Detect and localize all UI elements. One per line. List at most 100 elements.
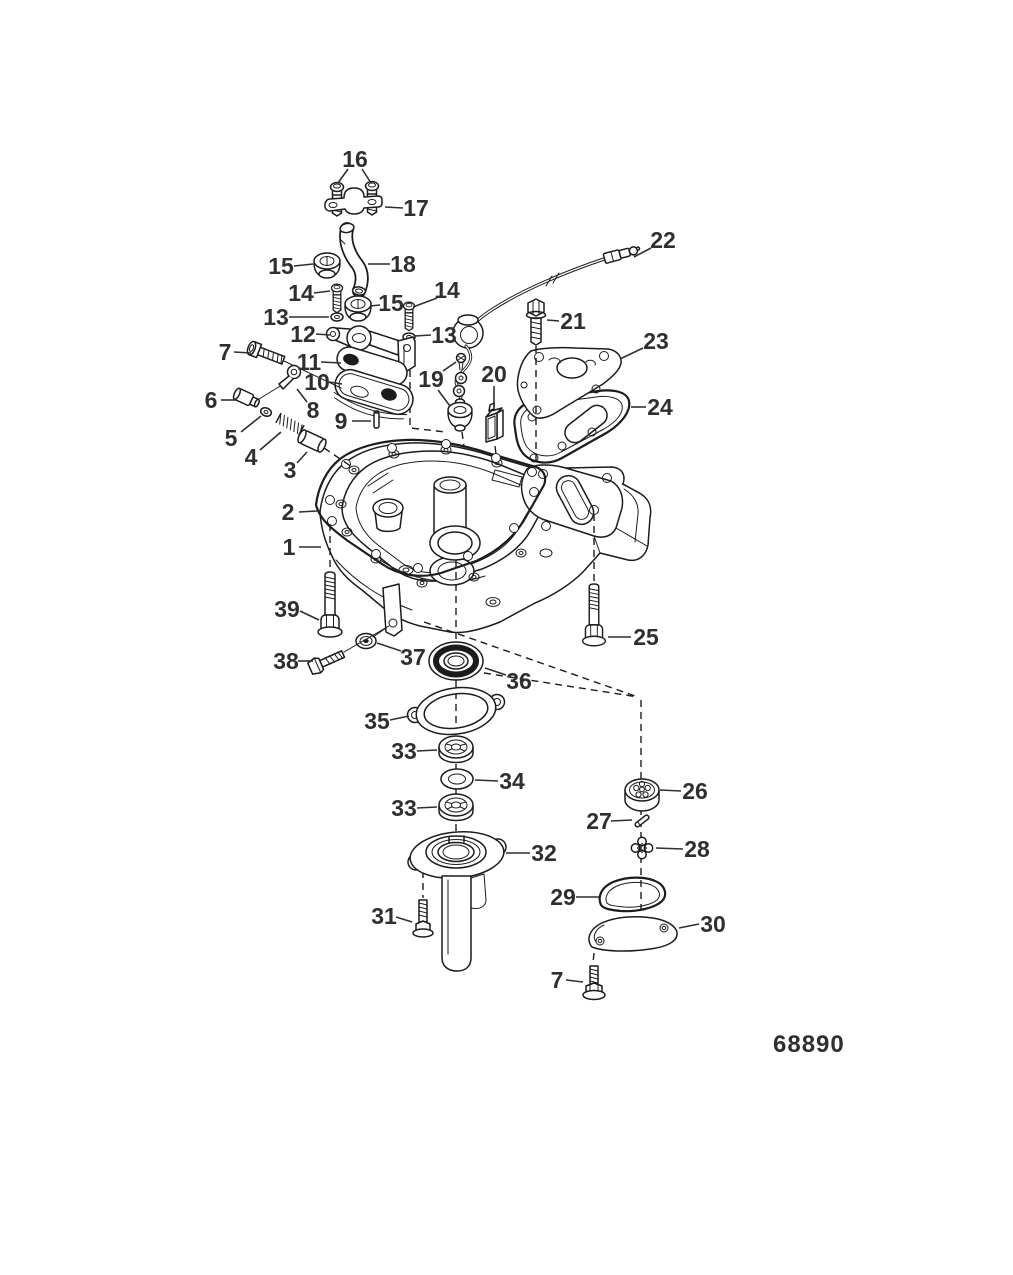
driveshaft-housing-32 — [407, 830, 507, 972]
hose-clamp-17 — [324, 187, 383, 215]
callout-26: 26 — [659, 778, 708, 804]
callout-16: 16 — [337, 146, 372, 184]
callout-1: 1 — [283, 534, 321, 560]
callout-leader-line — [565, 979, 584, 983]
callout-label: 5 — [225, 425, 238, 451]
callout-leader-line — [678, 923, 700, 929]
seal-cover-35 — [406, 686, 506, 736]
callout-28: 28 — [655, 836, 710, 862]
callout-20: 20 — [481, 361, 507, 407]
callout-27: 27 — [586, 808, 633, 834]
pump-rotor-26 — [624, 778, 660, 812]
callout-leader-line — [320, 361, 342, 364]
callout-label: 25 — [633, 624, 659, 650]
callout-leader-line — [361, 168, 372, 184]
callout-label: 7 — [551, 967, 564, 993]
callout-leader-line — [328, 381, 343, 385]
callout-3: 3 — [284, 451, 308, 483]
callout-label: 16 — [342, 146, 368, 172]
callout-leader-line — [655, 847, 684, 850]
callout-23: 23 — [619, 328, 669, 360]
callout-leader-line — [233, 351, 252, 354]
bolt-7-lower — [582, 965, 606, 1001]
screw-7-upper — [246, 340, 342, 389]
callout-32: 32 — [506, 840, 557, 866]
callout-33: 33 — [391, 795, 438, 821]
callout-label: 2 — [282, 499, 295, 525]
exhaust-plate — [516, 346, 622, 419]
callout-label: 24 — [647, 394, 673, 420]
bolt-21 — [525, 298, 547, 346]
pump-gasket-29 — [598, 876, 667, 913]
callout-label: 33 — [391, 795, 417, 821]
link-wire-19 — [452, 344, 473, 404]
washer-37 — [355, 627, 387, 650]
assembly-axis-lines — [323, 346, 642, 964]
callout-label: 15 — [268, 253, 294, 279]
callout-label: 27 — [586, 808, 612, 834]
callout-leader-line — [442, 361, 457, 372]
drawing-number: 68890 — [773, 1031, 845, 1058]
callout-leader-line — [389, 715, 410, 721]
oil-seal-36 — [428, 641, 484, 681]
callout-2: 2 — [282, 499, 318, 525]
callout-15: 15 — [268, 253, 314, 279]
grommet-15-left — [313, 252, 341, 279]
callout-leader-line — [484, 667, 507, 676]
callout-label: 10 — [304, 369, 330, 395]
callout-leader-line — [313, 290, 331, 294]
callout-leader-line — [395, 916, 413, 923]
callout-24: 24 — [631, 394, 673, 420]
callout-leader-line — [619, 347, 644, 360]
callout-label: 28 — [684, 836, 710, 862]
callout-label: 32 — [531, 840, 557, 866]
callout-label: 23 — [643, 328, 669, 354]
callout-leader-line — [315, 333, 331, 336]
callout-label: 4 — [245, 444, 258, 470]
callout-13: 13 — [263, 304, 329, 330]
callout-label: 11 — [297, 349, 322, 375]
callout-label: 38 — [273, 648, 299, 674]
washer-5 — [259, 407, 273, 417]
callout-7: 7 — [551, 967, 584, 993]
callout-label: 15 — [378, 290, 404, 316]
callout-14: 14 — [412, 277, 460, 308]
detent-plunger-3 — [297, 429, 327, 453]
callout-11: 11 — [297, 349, 342, 375]
callout-leader-line — [240, 415, 262, 433]
callout-leader-line — [610, 819, 633, 822]
pump-cover-30 — [588, 915, 678, 952]
washer-34 — [440, 768, 474, 790]
callout-33: 33 — [391, 738, 438, 764]
callout-5: 5 — [225, 415, 262, 451]
callout-35: 35 — [364, 708, 410, 734]
callout-label: 35 — [364, 708, 390, 734]
callout-6: 6 — [205, 387, 237, 413]
connector-20 — [485, 402, 504, 443]
callout-label: 13 — [431, 322, 457, 348]
callout-34: 34 — [474, 768, 525, 794]
callout-label: 30 — [700, 911, 726, 937]
callout-19: 19 — [418, 361, 457, 407]
callout-label: 19 — [418, 366, 444, 392]
callout-leader-line — [296, 388, 308, 403]
callout-label: 8 — [307, 397, 320, 423]
callout-leader-line — [437, 389, 451, 407]
callout-30: 30 — [678, 911, 726, 937]
bolt-39 — [317, 571, 343, 638]
callout-17: 17 — [384, 195, 429, 221]
callout-8: 8 — [296, 388, 320, 423]
callout-leader-line — [293, 263, 314, 267]
callout-15: 15 — [369, 290, 404, 316]
callout-leader-line — [384, 206, 404, 209]
callout-10: 10 — [304, 369, 343, 395]
drive-pin-27 — [634, 814, 650, 828]
callout-label: 20 — [481, 361, 507, 387]
callout-4: 4 — [245, 431, 282, 470]
screw-14-left — [330, 283, 344, 314]
callout-label: 12 — [290, 321, 316, 347]
callout-leader-line — [416, 749, 438, 752]
callout-label: 13 — [263, 304, 289, 330]
